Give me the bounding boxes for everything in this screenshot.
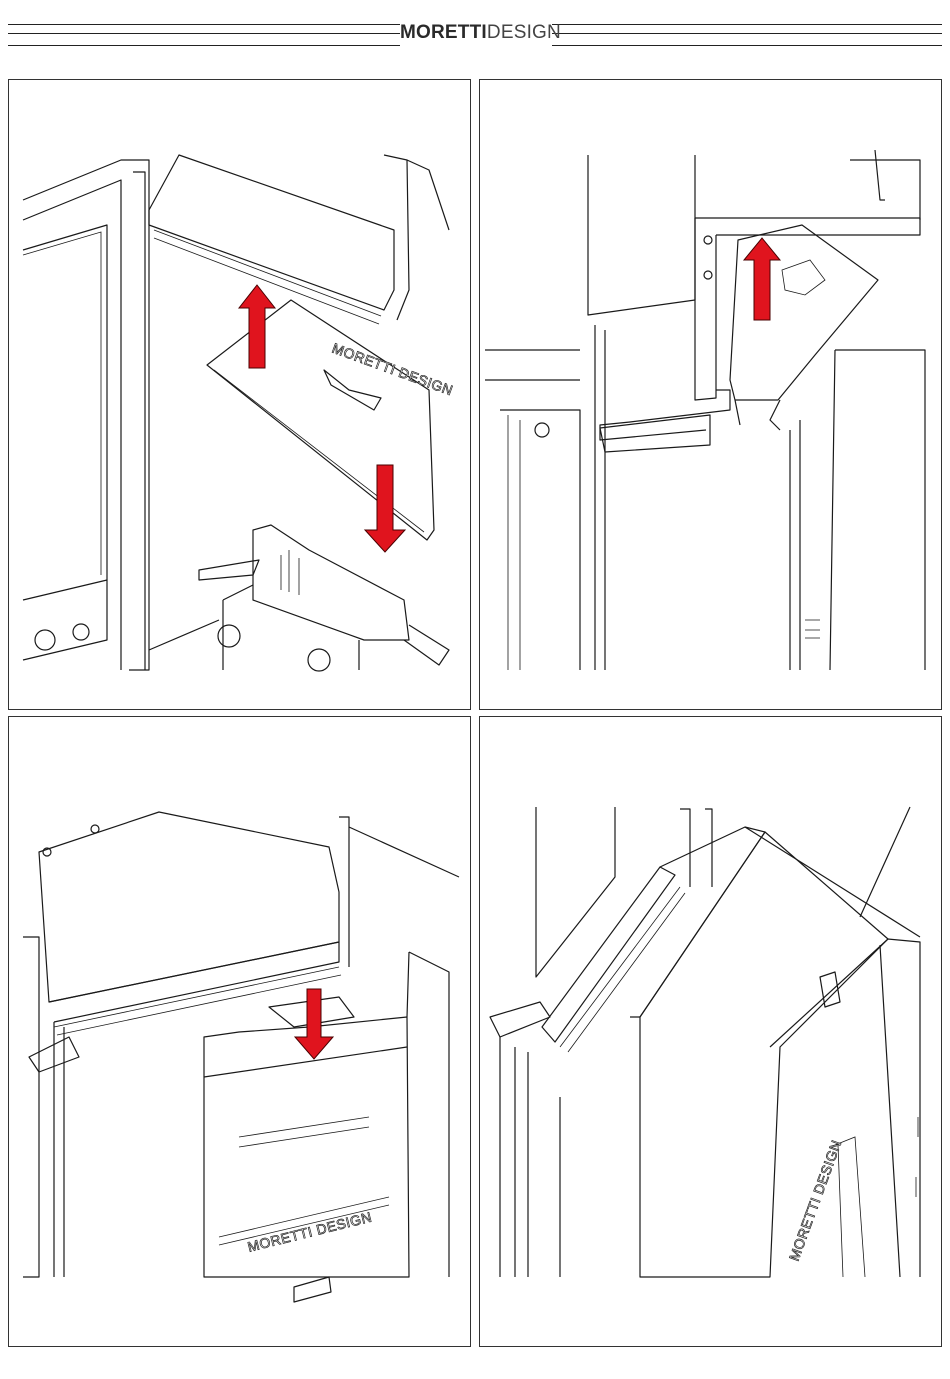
figure-2-drawing bbox=[480, 80, 942, 710]
figure-1-top-baffle bbox=[149, 155, 449, 324]
figure-4-deflector-plate: MORETTI DESIGN bbox=[640, 832, 920, 1277]
figure-4-panel: MORETTI DESIGN bbox=[479, 716, 942, 1347]
figure-3-arrow-down bbox=[295, 989, 333, 1059]
figure-1-burner-pot bbox=[149, 525, 449, 671]
figure-1-frame bbox=[23, 160, 149, 670]
figure-2-side-walls bbox=[485, 155, 695, 670]
figure-3-top-plate bbox=[39, 812, 459, 1035]
brand-bold: MORETTI bbox=[400, 22, 487, 43]
figure-4-left-structure bbox=[490, 807, 685, 1277]
figure-1-deflector-plate: MORETTI DESIGN bbox=[207, 300, 455, 540]
brand-logo: MORETTIDESIGN bbox=[400, 20, 552, 46]
figure-2-right-wall bbox=[790, 350, 925, 670]
brand-light: DESIGN bbox=[487, 22, 561, 43]
page-header: MORETTIDESIGN bbox=[0, 0, 950, 60]
figure-4-drawing: MORETTI DESIGN bbox=[480, 717, 942, 1347]
figure-1-panel: MORETTI DESIGN bbox=[8, 79, 471, 710]
figure-2-panel bbox=[479, 79, 942, 710]
figure-1-arrow-down bbox=[365, 465, 405, 552]
figure-4-embossed-logo: MORETTI DESIGN bbox=[786, 1138, 845, 1263]
figure-3-left-wall bbox=[23, 937, 79, 1277]
figure-3-rear-panel: MORETTI DESIGN bbox=[204, 952, 449, 1302]
figure-1-arrow-up bbox=[239, 285, 275, 368]
figure-4-slanted-rail bbox=[630, 807, 920, 1017]
figure-3-panel: MORETTI DESIGN bbox=[8, 716, 471, 1347]
figure-1-drawing: MORETTI DESIGN bbox=[9, 80, 471, 710]
figure-2-arrow-up bbox=[744, 238, 780, 320]
figure-3-drawing: MORETTI DESIGN bbox=[9, 717, 471, 1347]
